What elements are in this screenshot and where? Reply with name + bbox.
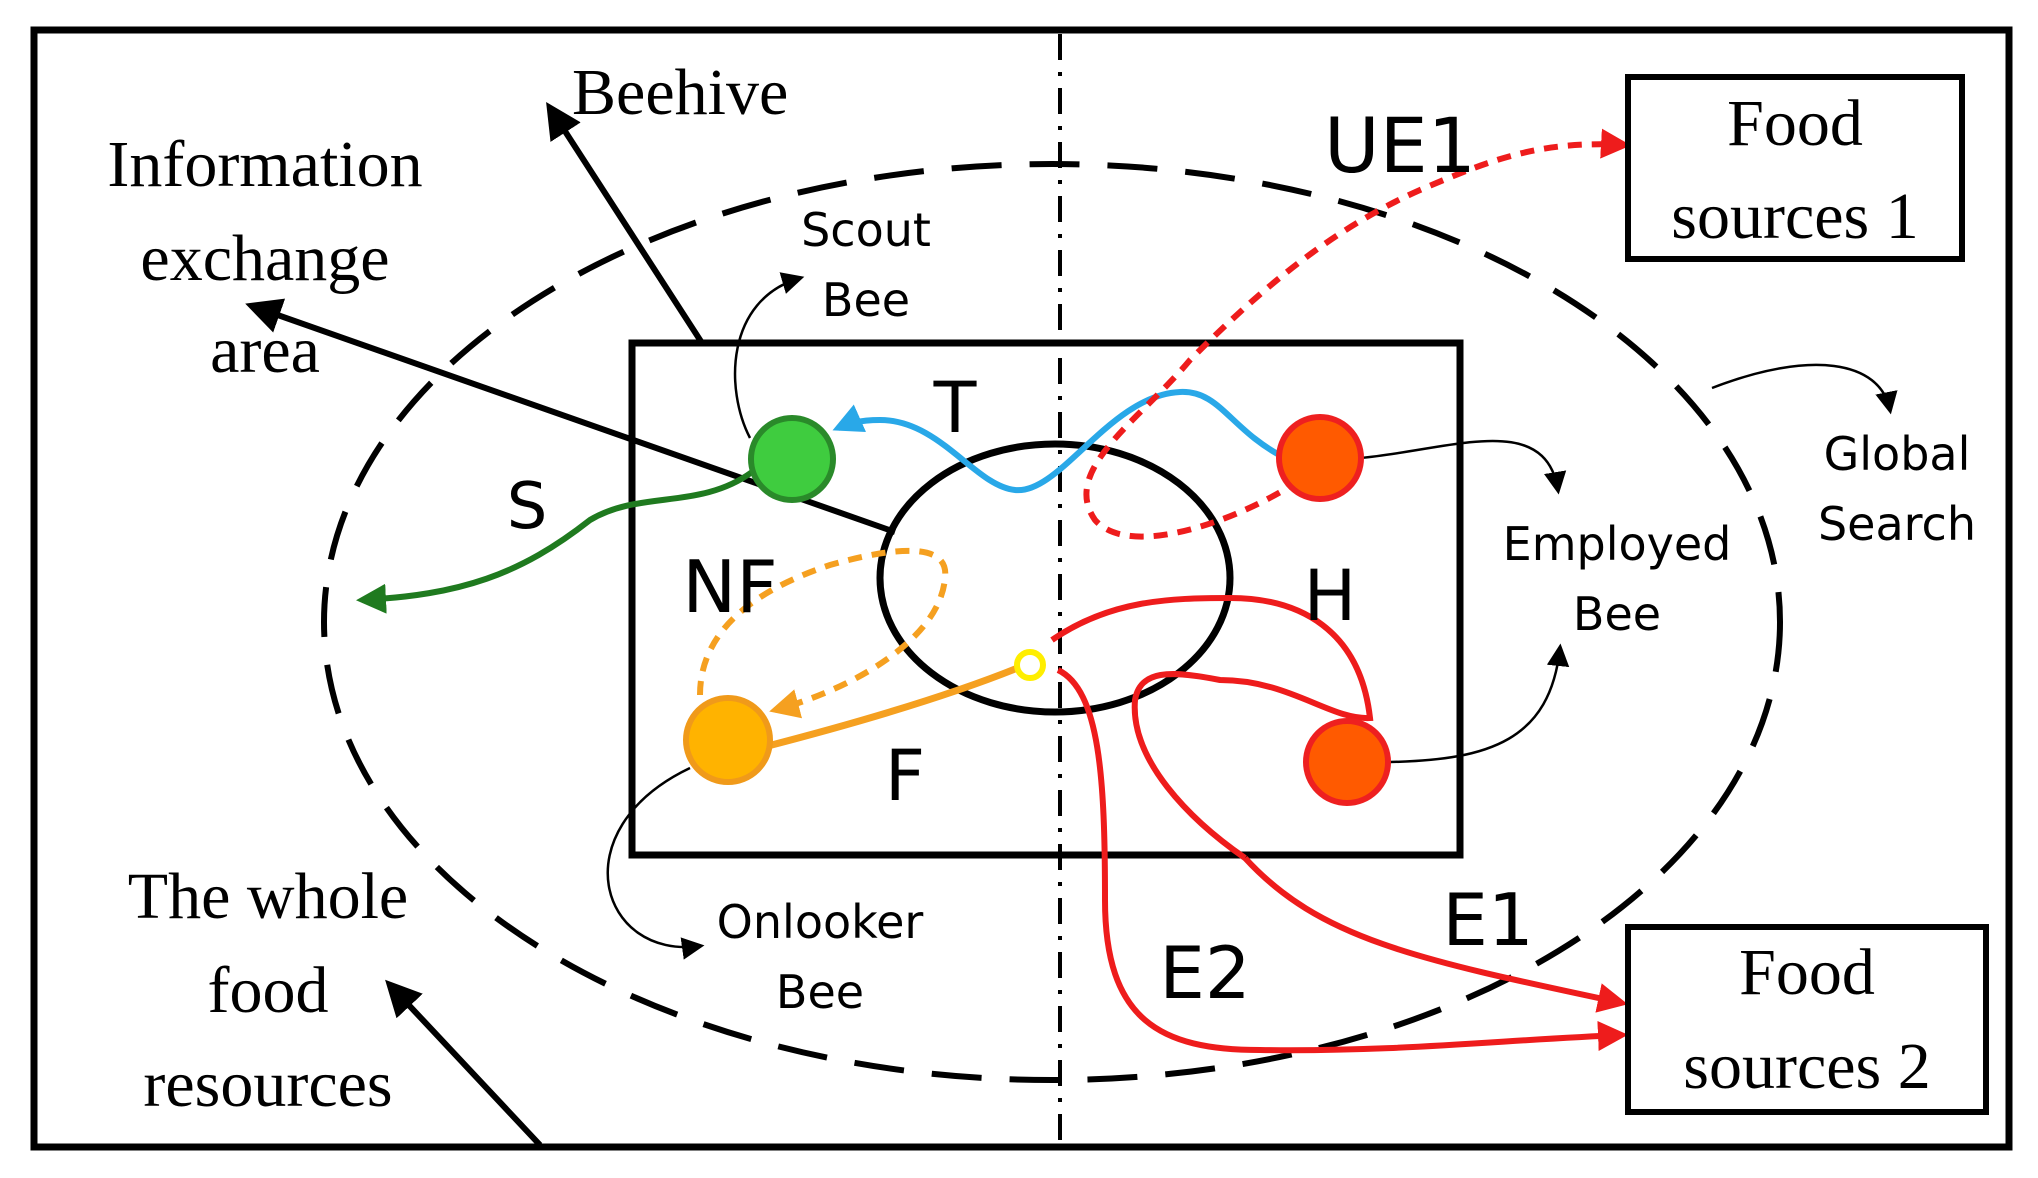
employed-bee-pointer-top: [1359, 439, 1567, 495]
scout-bee-pointer: [733, 272, 805, 439]
employed-bee-circle-bottom: [1303, 718, 1391, 806]
path-ue1-line: [1083, 128, 1631, 540]
path-f-line: [759, 661, 1027, 752]
employed-bee-label-2: Bee: [1573, 587, 1661, 641]
whole-food-pointer-arrow: [385, 979, 543, 1148]
scout-bee-circle: [748, 415, 836, 503]
food-sources-2-label-2: sources 2: [1683, 1030, 1930, 1103]
path-ue1-label: UE1: [1324, 101, 1476, 190]
global-search-pointer: [1711, 363, 1898, 415]
path-e2-label: E2: [1159, 931, 1250, 1015]
scout-bee-label-1: Scout: [801, 203, 931, 257]
employed-bee-label-1: Employed: [1503, 517, 1732, 571]
outer-frame: [30, 26, 2013, 1151]
onlooker-bee-pointer: [606, 766, 705, 960]
path-nf-label: NF: [682, 545, 777, 629]
path-e1-line: [1242, 855, 1628, 1013]
employed-bee-pointer-bottom: [1389, 643, 1570, 764]
info-exchange-ellipse: [876, 440, 1234, 716]
food-sources-1-box: [1625, 74, 1965, 262]
path-s-label: S: [507, 470, 548, 544]
food-sources-2-box: [1625, 924, 1989, 1115]
onlooker-bee-circle: [683, 695, 773, 785]
global-search-label-1: Global: [1824, 427, 1971, 481]
beehive-rect: [628, 339, 1464, 859]
path-t-label: T: [933, 367, 977, 449]
beehive-pointer-arrow: [546, 101, 705, 345]
info-exchange-label-1: Information: [107, 128, 422, 201]
path-h-line: [1050, 594, 1374, 861]
global-search-label-2: Search: [1818, 497, 1976, 551]
path-e2-line: [1056, 667, 1628, 1054]
exchange-point: [1014, 649, 1046, 681]
path-s-line: [356, 469, 754, 614]
scout-bee-label-2: Bee: [822, 273, 910, 327]
onlooker-bee-label-2: Bee: [776, 965, 864, 1019]
beehive-label: Beehive: [572, 56, 788, 129]
onlooker-bee-label-1: Onlooker: [717, 895, 924, 949]
whole-food-label-1: The whole: [128, 860, 408, 933]
food-resources-ellipse: [321, 161, 1783, 1083]
employed-bee-circle-top: [1276, 414, 1364, 502]
info-exchange-label-3: area: [210, 314, 320, 387]
path-t-line: [832, 388, 1287, 494]
path-f-label: F: [885, 735, 925, 817]
whole-food-label-2: food: [208, 954, 329, 1027]
food-sources-2-label-1: Food: [1739, 936, 1875, 1009]
food-sources-1-label-1: Food: [1727, 87, 1863, 160]
path-nf-line: [697, 547, 949, 719]
food-sources-1-label-2: sources 1: [1671, 180, 1918, 253]
path-e1-label: E1: [1442, 878, 1533, 962]
info-exchange-label-2: exchange: [140, 222, 389, 295]
path-h-label: H: [1304, 555, 1357, 637]
whole-food-label-3: resources: [143, 1048, 392, 1121]
